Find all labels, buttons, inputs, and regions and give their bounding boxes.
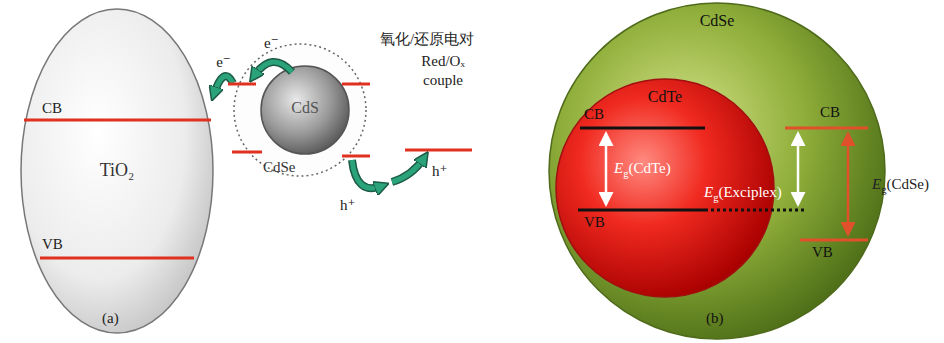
- redox-level: [405, 149, 472, 152]
- band-label: CB: [584, 106, 604, 123]
- electron-arrow: [254, 62, 292, 76]
- particle-circle: CdS: [260, 65, 350, 155]
- cdse-bands: [228, 84, 370, 156]
- charge-label: h⁺: [340, 196, 355, 214]
- gap-label: Eg(CdSe): [872, 176, 929, 195]
- particle-name: CdSe: [263, 159, 296, 176]
- gap-arrow: [606, 134, 798, 204]
- cdte-bands: [578, 128, 705, 210]
- hole-arrow: [352, 158, 424, 188]
- band-label: VB: [42, 236, 63, 253]
- cdse-bands: [785, 128, 868, 240]
- band-label: CB: [820, 104, 840, 121]
- particle-name: CdSe: [700, 12, 735, 30]
- panel-label: (a): [102, 310, 119, 327]
- particle-name: CdTe: [648, 88, 682, 106]
- charge-label: h⁺: [432, 162, 447, 180]
- exciplex-level: [705, 209, 805, 212]
- tio2-bands: [24, 120, 211, 258]
- band-label: VB: [584, 214, 605, 231]
- particle-ellipse: TiO₂: [20, 8, 214, 334]
- particle-name: TiO₂: [100, 160, 135, 181]
- gap-label: Eg(Exciplex): [704, 184, 782, 203]
- charge-label: e⁻: [216, 53, 231, 71]
- band-label: VB: [812, 244, 833, 261]
- band-label: CB: [42, 100, 62, 117]
- charge-label: e⁻: [264, 34, 279, 52]
- particle-name: CdS: [291, 99, 319, 117]
- redox-label: Red/Oₓ couple: [408, 52, 478, 90]
- gap-label: Eg(CdTe): [614, 160, 671, 179]
- redox-label: 氧化/还原电对: [380, 30, 474, 49]
- particle-circle: CdSeCdTe: [548, 2, 886, 340]
- panel-label: (b): [706, 310, 724, 327]
